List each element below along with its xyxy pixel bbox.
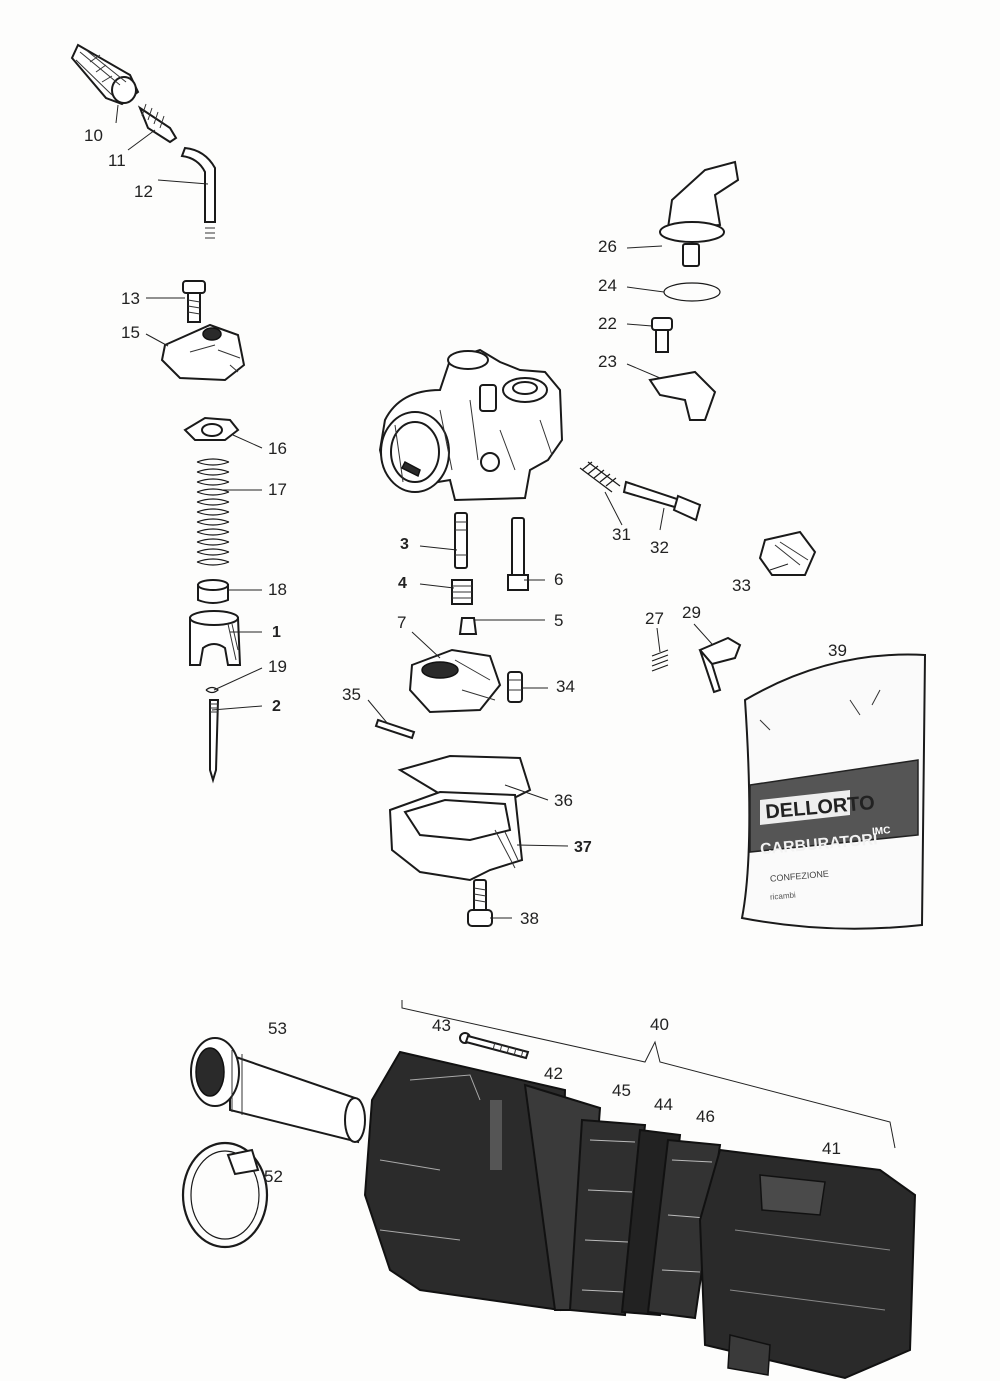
part-6-tube <box>507 517 529 591</box>
part-33-cap <box>758 530 817 576</box>
part-15-cap <box>160 323 246 382</box>
callout-37: 37 <box>574 839 592 856</box>
part-18-retainer <box>197 579 229 604</box>
part-24-oring <box>663 282 721 302</box>
callout-19: 19 <box>268 657 287 676</box>
part-41-airbox <box>698 1148 917 1380</box>
callout-26: 26 <box>598 237 617 256</box>
callout-13: 13 <box>121 289 140 308</box>
part-12-bent-tube <box>180 146 216 239</box>
part-7-float <box>408 648 502 714</box>
part-17-spring <box>196 458 230 566</box>
callout-labels: 10 11 12 13 15 16 17 18 1 19 2 3 4 6 5 7… <box>84 126 847 1186</box>
callout-38: 38 <box>520 909 539 928</box>
callout-35: 35 <box>342 685 361 704</box>
callout-41: 41 <box>822 1139 841 1158</box>
callout-40: 40 <box>650 1015 669 1034</box>
callout-39: 39 <box>828 641 847 660</box>
callout-32: 32 <box>650 538 669 557</box>
part-53-intake <box>190 1037 366 1144</box>
part-23-plate <box>648 370 717 421</box>
callout-27: 27 <box>645 609 664 628</box>
part-32-idle-screw <box>622 480 702 522</box>
callout-6: 6 <box>554 570 563 589</box>
callout-31: 31 <box>612 525 631 544</box>
callout-2: 2 <box>272 698 281 715</box>
part-13-screw <box>182 280 206 323</box>
callout-52: 52 <box>264 1167 283 1186</box>
part-46-reed-plate <box>646 1138 722 1320</box>
bracket-40 <box>401 1000 896 1149</box>
part-27-spring <box>651 649 669 672</box>
callout-22: 22 <box>598 314 617 333</box>
callout-7: 7 <box>397 613 406 632</box>
callout-11: 11 <box>108 151 126 170</box>
part-42-housing <box>363 1050 602 1312</box>
callout-15: 15 <box>121 323 140 342</box>
part-16-gasket <box>183 416 240 441</box>
part-39-parts-bag: DELLORTO CARBURATORI IMC CONFEZIONE rica… <box>740 653 927 930</box>
part-52-clamp <box>181 1141 269 1249</box>
callout-24: 24 <box>598 276 617 295</box>
part-22-screw <box>651 317 673 353</box>
part-5-main-jet <box>458 617 478 635</box>
bag-line2: ricambi <box>770 890 797 901</box>
part-2-needle <box>209 699 220 784</box>
callout-16: 16 <box>268 439 287 458</box>
callout-17: 17 <box>268 480 287 499</box>
part-35-pin <box>374 718 416 740</box>
callout-1: 1 <box>272 624 281 641</box>
callout-5: 5 <box>554 611 563 630</box>
part-4-jet-holder <box>451 579 473 605</box>
bag-badge: IMC <box>872 825 891 838</box>
part-19-clip <box>205 686 219 694</box>
carburetor-body <box>378 348 564 502</box>
part-1-slide <box>189 610 242 666</box>
callout-43: 43 <box>432 1016 451 1035</box>
part-29-screw <box>698 636 742 694</box>
callout-18: 18 <box>268 580 287 599</box>
part-34-float-needle <box>507 671 523 703</box>
part-11-valve <box>137 103 178 144</box>
callout-45: 45 <box>612 1081 631 1100</box>
callout-29: 29 <box>682 603 701 622</box>
leader-lines <box>115 104 789 919</box>
part-31-spring <box>579 461 621 493</box>
callout-10: 10 <box>84 126 103 145</box>
part-37-float-bowl <box>388 790 524 882</box>
part-3-jet <box>454 512 468 569</box>
callout-3: 3 <box>400 536 409 553</box>
part-10-filter <box>70 43 140 106</box>
callout-34: 34 <box>556 677 575 696</box>
callout-36: 36 <box>554 791 573 810</box>
callout-12: 12 <box>134 182 153 201</box>
callout-33: 33 <box>732 576 751 595</box>
callout-44: 44 <box>654 1095 673 1114</box>
part-26-choke <box>659 160 740 267</box>
callout-4: 4 <box>398 575 407 592</box>
part-38-screw <box>467 879 493 927</box>
callout-23: 23 <box>598 352 617 371</box>
part-43-screw <box>459 1032 530 1060</box>
callout-46: 46 <box>696 1107 715 1126</box>
callout-53: 53 <box>268 1019 287 1038</box>
callout-42: 42 <box>544 1064 563 1083</box>
